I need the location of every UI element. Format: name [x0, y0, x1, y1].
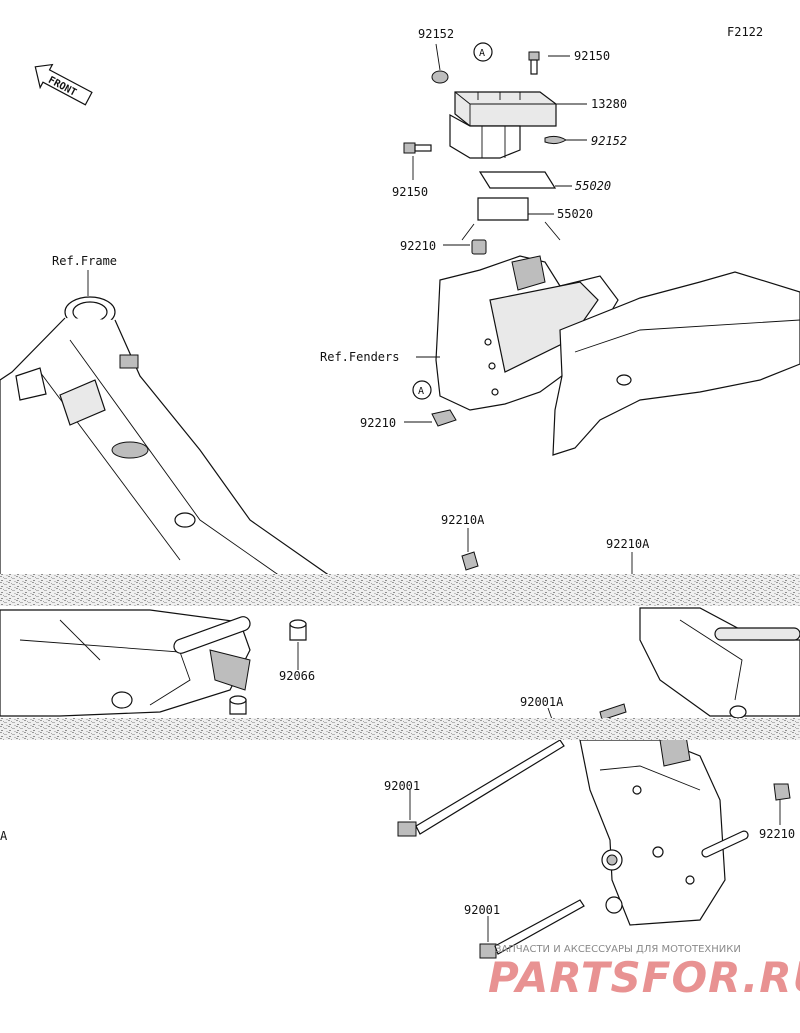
bolt-92150-left-part: [403, 142, 432, 154]
callout-92210A-left: 92210A: [441, 513, 485, 527]
bolt-92001-upper-part: [397, 739, 565, 837]
nut-92210-right-part: [773, 783, 791, 801]
front-arrow-icon: FRONT: [34, 63, 93, 106]
callout-92001-upper: 92001: [384, 779, 420, 793]
bolt-92150-top-part: [528, 51, 540, 75]
nut-92210-upper-part: [471, 239, 487, 255]
relay-bracket-assembly: [403, 51, 800, 456]
frame-part: [0, 296, 332, 601]
watermark-brand: PARTSFOR.RU: [488, 953, 800, 1002]
scan-noise-band-lower: [0, 718, 800, 740]
cap-92152-part: [431, 70, 449, 84]
lower-frame-left-part: [0, 609, 251, 717]
callout-55020-lower: 55020: [557, 207, 593, 221]
callout-92210-upper: 92210: [400, 239, 436, 253]
engine-mount-bracket-part: [579, 735, 749, 926]
bolt-92001A-part: [599, 703, 627, 721]
scan-noise-band-upper: [0, 574, 800, 606]
callout-92001A: 92001A: [520, 695, 564, 709]
callout-92152-right: 92152: [591, 134, 627, 148]
callout-edge-a: A: [0, 829, 8, 843]
callout-92150-top: 92150: [574, 49, 610, 63]
pad-55020-lower-part: [477, 197, 529, 221]
callout-92001-lower: 92001: [464, 903, 500, 917]
callout-92150-left: 92150: [392, 185, 428, 199]
callout-92210-right-edge: 92210: [759, 827, 795, 841]
watermark-tagline: ЗАПЧАСТИ И АКСЕССУАРЫ ДЛЯ МОТОТЕХНИКИ: [495, 944, 741, 955]
pad-55020-upper-part: [478, 171, 557, 189]
nut-92210-lower-part: [431, 409, 457, 427]
pivot-bracket-right-part: [639, 607, 800, 719]
callout-92210A-right: 92210A: [606, 537, 650, 551]
ref-frame-label: Ref.Frame: [52, 254, 117, 268]
svg-text:A: A: [479, 48, 485, 59]
bolt-92001-lower-part: [479, 899, 585, 959]
nut-92210A-left-part: [461, 551, 479, 571]
marker-a-middle: A: [412, 380, 432, 400]
watermark: ЗАПЧАСТИ И АКСЕССУАРЫ ДЛЯ МОТОТЕХНИКИ PA…: [488, 944, 800, 1002]
figure-code: F2122: [727, 25, 763, 39]
rear-fender-part: [552, 271, 800, 456]
ref-fenders-label: Ref.Fenders: [320, 350, 399, 364]
callout-92066: 92066: [279, 669, 315, 683]
callout-92152-top: 92152: [418, 27, 454, 41]
callout-92210-lower: 92210: [360, 416, 396, 430]
relay-box-13280-part: [454, 91, 557, 127]
callout-55020-upper: 55020: [575, 179, 611, 193]
svg-text:A: A: [418, 386, 424, 397]
callout-13280: 13280: [591, 97, 627, 111]
cap-92066-part: [229, 619, 307, 715]
marker-a-top: A: [473, 42, 493, 62]
